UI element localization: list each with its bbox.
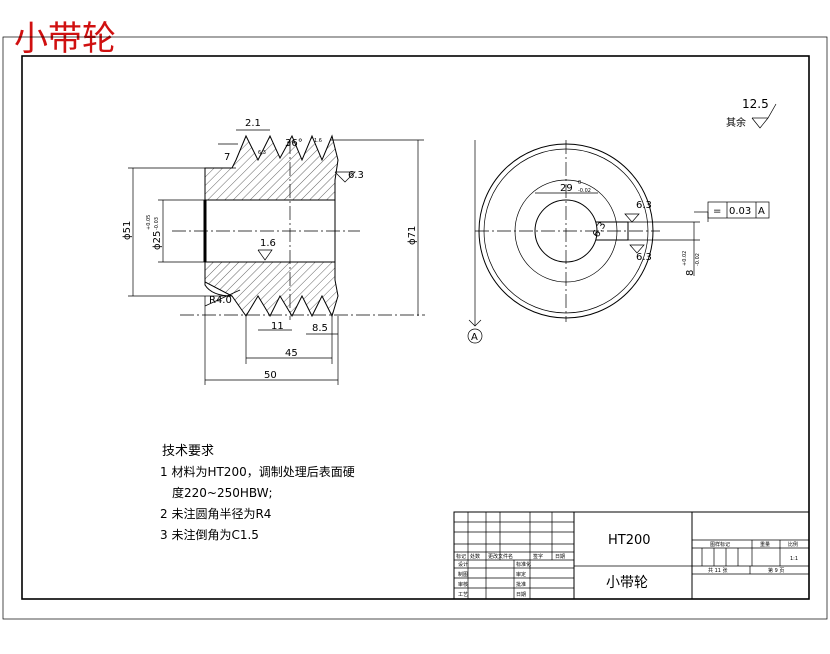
tb-label-design: 设计: [458, 561, 468, 568]
dim-key-width: 29: [560, 183, 573, 194]
tb-part-name: 小带轮: [606, 575, 648, 591]
tb-label-date2: 日期: [516, 592, 526, 598]
tb-label-file: 更改文件名: [488, 553, 513, 560]
title-block: 标记 处数 更改文件名 签字 日期 设计 制图 审核 工艺 标准化 审定 批准 …: [453, 511, 810, 600]
tb-scale-label: 比例: [788, 541, 798, 548]
tb-label-mark: 标记: [456, 553, 466, 560]
rough-key-top-symbol: [624, 213, 640, 223]
tol-value: 0.03: [729, 206, 751, 217]
datum-circle: [467, 328, 483, 344]
rough-bore: 1.6: [260, 238, 276, 249]
rough-rim-symbol: [334, 171, 356, 183]
outer-frame: [2, 36, 828, 620]
tb-sheet-no: 第 9 页: [768, 567, 784, 574]
dim-outer-dia: ϕ71: [407, 226, 418, 245]
rough-key-bottom: 6.3: [636, 252, 652, 263]
tb-label-review: 审核: [458, 581, 468, 588]
rough-rim: 6.3: [348, 170, 364, 181]
dim-hub-dia: ϕ25: [152, 231, 163, 250]
rough-key-top: 6.3: [636, 200, 652, 211]
datum-triangle: [468, 319, 482, 327]
keyway: [596, 221, 629, 241]
tb-label-count: 处数: [470, 553, 480, 560]
dim-hub-tol-upper: +0.05: [146, 215, 152, 230]
tb-drawing-mark: 图样标记: [710, 541, 730, 548]
dim-groove-depth: 7: [224, 152, 230, 163]
page-title: 小带轮: [14, 19, 116, 59]
tech-requirements: 技术要求 1 材料为HT200，调制处理后表面硬 度220~250HBW; 2 …: [160, 444, 355, 542]
tb-material: HT200: [608, 533, 651, 548]
tb-sheets-total: 共 11 张: [708, 567, 728, 574]
rough-key-bottom-symbol: [629, 244, 645, 254]
tech-line-3: 2 未注圆角半径为R4: [160, 506, 271, 521]
rough-key-side: 6.3: [591, 220, 608, 239]
dim-end: 8.5: [312, 323, 328, 334]
dim-key-tol-upper: 0: [578, 180, 581, 186]
roughness-symbol: [751, 103, 777, 129]
dim-pitch: 11: [271, 321, 284, 332]
tol-frame: [707, 201, 770, 219]
tb-weight: 重量: [760, 541, 770, 548]
tb-label-date: 日期: [555, 554, 565, 560]
dim-groove-angle: 36°: [285, 138, 303, 149]
tol-datum: A: [758, 206, 765, 217]
roughness-prefix: 其余: [726, 116, 746, 129]
rough-bore-symbol: [257, 249, 273, 261]
dim-total-width: 50: [264, 370, 277, 381]
tb-label-approve: 批准: [516, 581, 526, 588]
dim-groove-top-width: 2.1: [245, 118, 261, 129]
tb-label-sign: 签字: [533, 553, 543, 560]
front-section-view: 2.1 7 36° 6.3 1.6 6.3 ϕ51 ϕ25 +0.05 -0.0…: [122, 118, 425, 385]
rough-groove-left: 6.3: [258, 150, 266, 156]
tb-label-draw: 制图: [458, 571, 468, 578]
roughness-note: 其余 12.5: [726, 97, 777, 129]
dim-keyway-tol-lower: -0.02: [695, 253, 701, 266]
tech-line-2: 度220~250HBW;: [172, 485, 273, 500]
tb-scale: 1:1: [790, 556, 798, 562]
dim-bore-dia: ϕ51: [122, 221, 133, 240]
tech-line-1: 1 材料为HT200，调制处理后表面硬: [160, 465, 355, 479]
tb-label-std: 标准化: [516, 561, 531, 568]
rough-groove-right: 1.6: [314, 138, 322, 144]
datum-label: A: [471, 332, 478, 343]
tech-heading: 技术要求: [162, 444, 214, 459]
dim-key-tol-lower: -0.02: [578, 188, 591, 194]
title-block-frame: [453, 511, 810, 600]
dim-hub-tol-lower: -0.03: [154, 217, 160, 230]
dim-groove-span: 45: [285, 348, 298, 359]
side-view: 29 0 -0.02 6.3 6.3 6.3 8 +0.02 -0.02 = 0…: [467, 140, 770, 344]
inner-frame: [21, 55, 810, 600]
tech-line-4: 3 未注倒角为C1.5: [160, 527, 259, 542]
tb-label-check: 审定: [516, 571, 526, 578]
dim-keyway: 8: [685, 270, 696, 276]
dim-keyway-tol-upper: +0.02: [682, 251, 688, 266]
tb-label-process: 工艺: [458, 592, 468, 598]
dim-fillet: R4.0: [209, 295, 232, 306]
tol-symbol: =: [713, 206, 721, 217]
roughness-value: 12.5: [742, 97, 769, 111]
leader-fillet: [204, 289, 241, 307]
